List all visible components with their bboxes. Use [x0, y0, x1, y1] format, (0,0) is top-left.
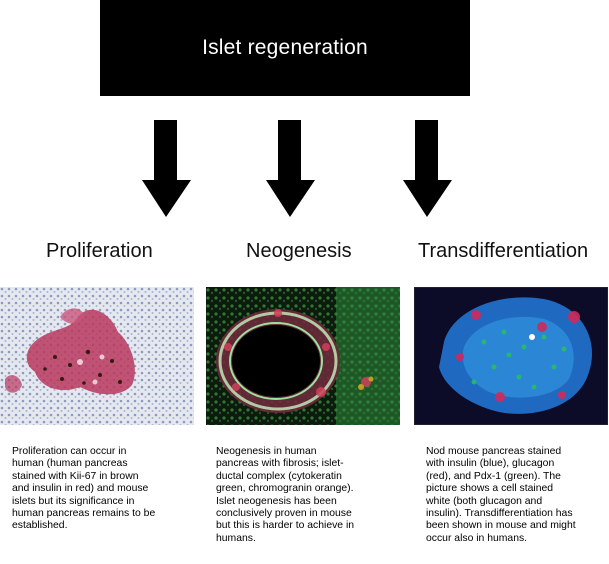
islet-regeneration-title-box: Islet regeneration	[100, 0, 470, 96]
neogenesis-micrograph	[206, 287, 400, 425]
transdifferentiation-caption: Nod mouse pancreas stained with insulin …	[426, 446, 576, 544]
transdifferentiation-heading: Transdifferentiation	[418, 240, 589, 262]
transdifferentiation-micrograph	[414, 287, 608, 425]
down-arrow-neogenesis	[266, 120, 315, 217]
neogenesis-caption: Neogenesis in human pancreas with fibros…	[216, 446, 355, 544]
down-arrow-proliferation	[142, 120, 191, 217]
proliferation-caption: Proliferation can occur in human (human …	[12, 446, 156, 532]
diagram-title: Islet regeneration	[202, 36, 368, 59]
neogenesis-heading: Neogenesis	[246, 240, 352, 262]
down-arrow-transdifferentiation	[403, 120, 452, 217]
proliferation-heading: Proliferation	[46, 240, 153, 262]
proliferation-micrograph	[0, 287, 194, 425]
